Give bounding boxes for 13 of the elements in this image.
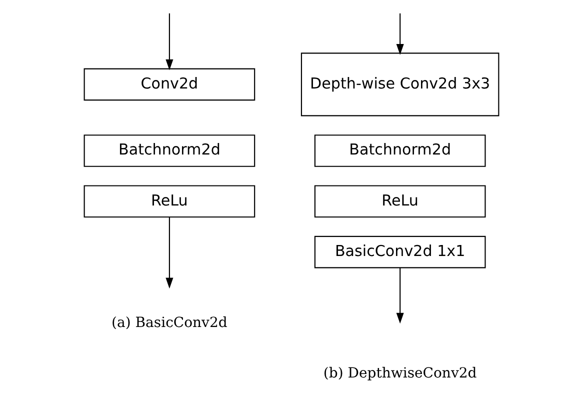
label: (b) DepthwiseConv2d (322, 365, 476, 382)
arrow (396, 268, 404, 324)
node-box: Batchnorm2d (83, 134, 255, 167)
label: (a) BasicConv2d (111, 314, 227, 331)
node-box: ReLu (83, 185, 255, 218)
node-box: ReLu (314, 185, 486, 218)
node-box: BasicConv2d 1x1 (314, 236, 486, 268)
arrow (396, 13, 404, 55)
node-box: Batchnorm2d (314, 134, 486, 167)
node-box: Conv2d (83, 68, 255, 101)
arrow (165, 217, 173, 289)
arrow (165, 13, 173, 70)
node-box: Depth-wise Conv2d 3x3 (300, 52, 499, 116)
